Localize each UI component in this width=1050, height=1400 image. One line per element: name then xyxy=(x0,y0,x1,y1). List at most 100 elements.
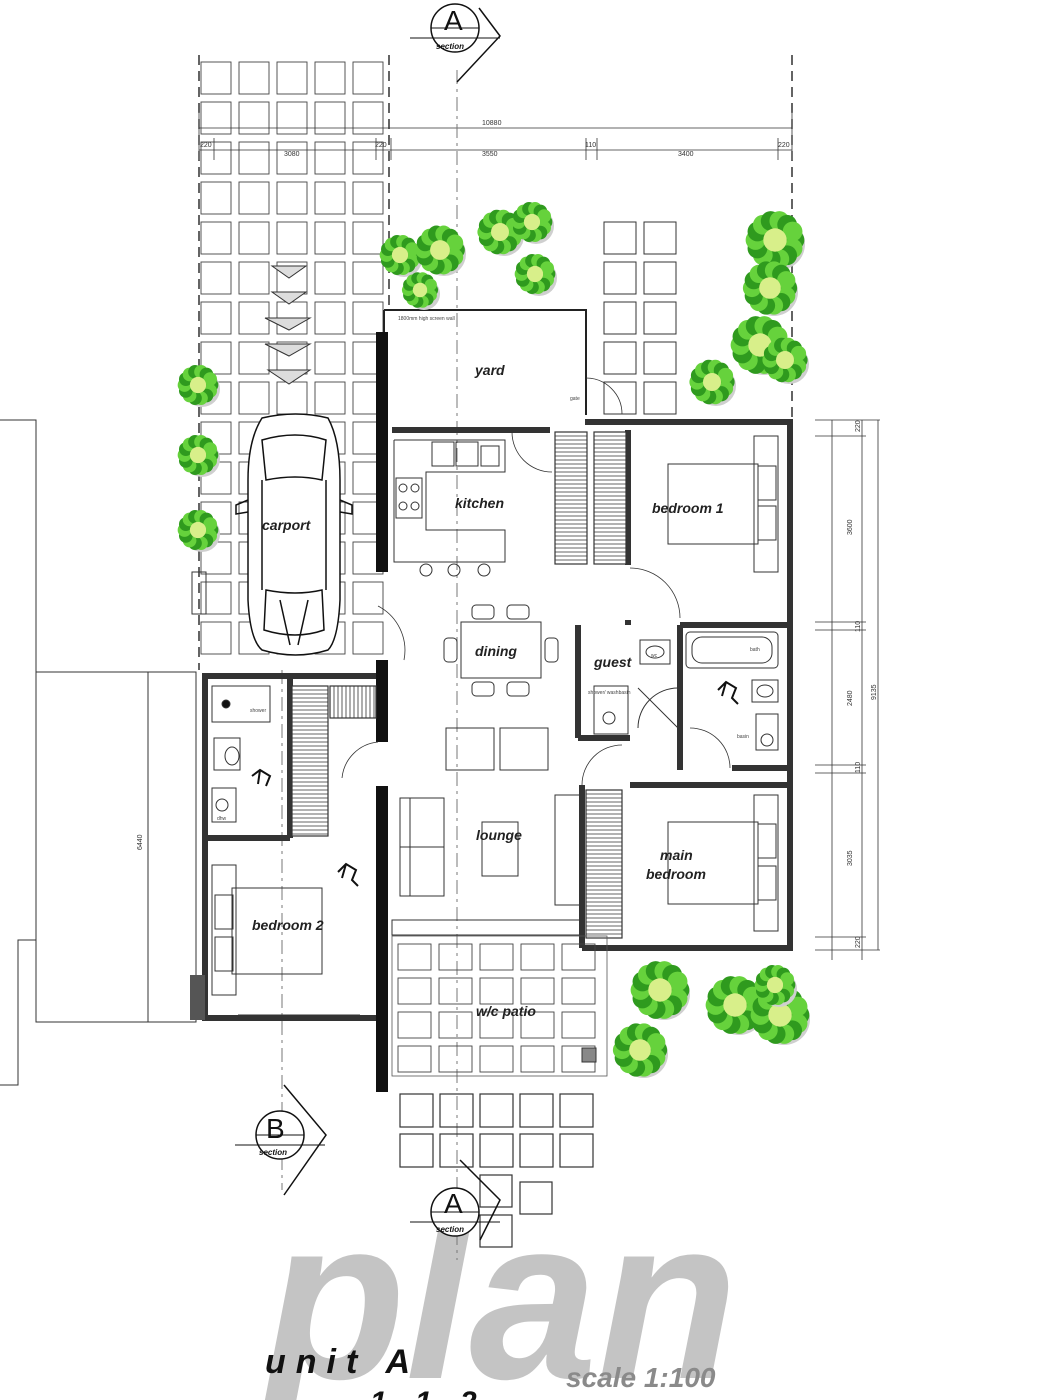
paving-slab xyxy=(200,101,232,135)
room-bedroom2-label: bedroom 2 xyxy=(252,917,324,933)
paving-slab xyxy=(200,581,232,615)
patio-slab xyxy=(561,1011,596,1039)
paving-slab xyxy=(314,301,346,335)
paving-slab xyxy=(200,61,232,95)
stepping-stone xyxy=(559,1093,594,1128)
tree-icon xyxy=(379,234,422,277)
tree-leaf xyxy=(790,345,807,362)
unit-title: unit A xyxy=(265,1343,420,1381)
dim-side1: 220 xyxy=(855,420,862,432)
tree-center xyxy=(189,446,207,464)
tree-icon xyxy=(742,261,798,316)
tree-center xyxy=(526,265,544,283)
tree-icon xyxy=(630,961,690,1020)
tree-leaf xyxy=(717,367,734,384)
paving-slab xyxy=(314,381,346,415)
room-bedroom1-label: bedroom 1 xyxy=(652,500,724,516)
stepping-stone xyxy=(603,301,637,335)
paving-slab xyxy=(276,141,308,175)
tree-center xyxy=(391,246,409,264)
tree-center xyxy=(776,351,794,369)
paving-slab xyxy=(352,261,384,295)
shower-label: shower xyxy=(250,708,266,714)
top-dimension-chain xyxy=(198,112,793,160)
tree-icon xyxy=(612,1023,668,1078)
paving-slab xyxy=(276,61,308,95)
stepping-stones-top xyxy=(603,221,677,415)
patio-slab xyxy=(438,1045,473,1073)
tree-icon xyxy=(689,359,736,406)
tree-center xyxy=(412,282,428,298)
dim-side4: 2480 xyxy=(847,690,854,706)
stepping-stone xyxy=(439,1133,474,1168)
patio-slab xyxy=(397,943,432,971)
section-marker-a-top: A section xyxy=(410,3,501,83)
room-guest-label: guest xyxy=(593,654,633,670)
paving-slab xyxy=(314,341,346,375)
paving-slab xyxy=(352,61,384,95)
paving-slab xyxy=(314,101,346,135)
patio-slab xyxy=(561,977,596,1005)
tree-leaf xyxy=(647,1033,666,1052)
paving-slab xyxy=(200,301,232,335)
wardrobe-main-bedroom xyxy=(585,789,623,939)
paving-slab xyxy=(352,301,384,335)
paving-slab xyxy=(200,621,232,655)
tree-icon xyxy=(762,337,809,384)
tree-leaf xyxy=(540,261,555,275)
tree-center xyxy=(768,1003,792,1027)
paving-slab xyxy=(238,221,270,255)
dining-furniture xyxy=(443,604,559,697)
tree-center xyxy=(189,521,207,539)
tree-center xyxy=(648,978,672,1002)
dim-seg1: 220 xyxy=(200,142,212,149)
paving-slab xyxy=(314,261,346,295)
dim-side7: 220 xyxy=(855,936,862,948)
tree-icon xyxy=(401,272,440,310)
tree-icon xyxy=(177,434,220,477)
bath-label: bath xyxy=(750,647,760,653)
bedroom2-door-swing xyxy=(341,741,379,779)
tree-leaf xyxy=(446,234,464,252)
paving-slab xyxy=(314,181,346,215)
unit-number-partial: 1 1 2 xyxy=(370,1386,487,1400)
section-b-letter: B xyxy=(266,1113,285,1144)
tree-leaf xyxy=(203,442,218,456)
stepping-stone xyxy=(643,381,677,415)
tree-leaf xyxy=(782,221,803,242)
shower-box-label: shower/ washbasin xyxy=(588,690,631,696)
stepping-stone xyxy=(643,301,677,335)
tree-icon xyxy=(754,964,797,1007)
scale-label: scale 1:100 xyxy=(566,1362,716,1393)
wc-label: wc xyxy=(651,653,658,659)
paving-slab xyxy=(238,101,270,135)
wardrobe-kitchen-side xyxy=(554,431,588,565)
stepping-stone xyxy=(519,1181,553,1215)
bathroom-fixtures xyxy=(211,631,779,823)
paving-slab xyxy=(352,221,384,255)
tree-leaf xyxy=(667,971,688,992)
tree-icon xyxy=(415,225,466,276)
stepping-stone xyxy=(643,221,677,255)
stepping-stones-bottom xyxy=(399,1093,594,1248)
patio-slab xyxy=(561,943,596,971)
stepping-stone xyxy=(559,1133,594,1168)
bedroom2-furniture xyxy=(211,864,360,1016)
person-figures xyxy=(251,680,739,887)
patio-slab xyxy=(438,1011,473,1039)
stepping-stone xyxy=(399,1133,434,1168)
stepping-stone xyxy=(603,261,637,295)
section-a-bottom-letter: A xyxy=(444,1188,463,1219)
dim-side6: 3035 xyxy=(847,850,854,866)
paving-slab xyxy=(314,221,346,255)
paving-slab xyxy=(352,141,384,175)
patio-slab xyxy=(397,977,432,1005)
kitchen-counters xyxy=(393,439,506,577)
stepping-stone xyxy=(479,1093,514,1128)
paving-slab xyxy=(200,341,232,375)
patio-slab xyxy=(479,1045,514,1073)
stepping-stone xyxy=(643,341,677,375)
stepping-stone xyxy=(519,1093,554,1128)
tree-center xyxy=(430,240,450,260)
patio-slab xyxy=(438,943,473,971)
